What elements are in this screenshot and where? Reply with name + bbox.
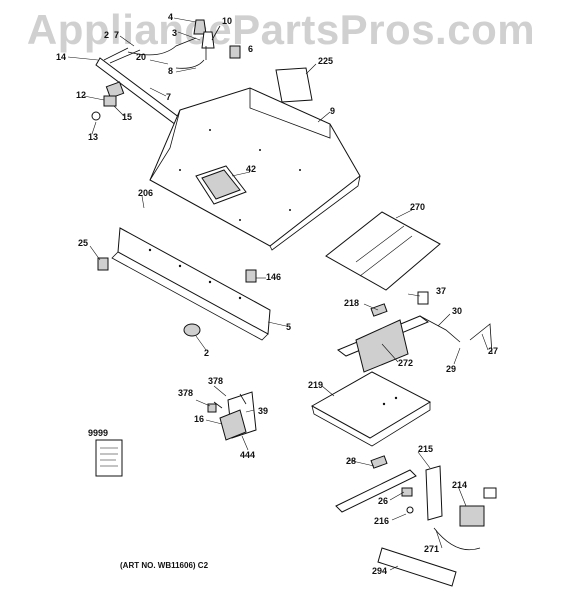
valve-knobs-top bbox=[193, 19, 241, 60]
label-28: 28 bbox=[346, 456, 356, 466]
label-7a: 7 bbox=[114, 30, 119, 40]
label-215: 215 bbox=[418, 444, 433, 454]
label-4: 4 bbox=[168, 12, 173, 22]
label-206: 206 bbox=[138, 188, 153, 198]
label-3: 3 bbox=[172, 28, 177, 38]
label-214: 214 bbox=[452, 480, 467, 490]
lower-burner-assembly bbox=[335, 455, 497, 587]
label-27: 27 bbox=[488, 346, 498, 356]
label-16: 16 bbox=[194, 414, 204, 424]
burner-box-9 bbox=[149, 87, 361, 251]
label-37: 37 bbox=[436, 286, 446, 296]
label-444: 444 bbox=[240, 450, 255, 460]
label-272: 272 bbox=[398, 358, 413, 368]
label-42: 42 bbox=[246, 164, 256, 174]
watermark: AppliancePartsPros.com bbox=[26, 6, 536, 53]
label-30: 30 bbox=[452, 306, 462, 316]
label-12: 12 bbox=[76, 90, 86, 100]
label-9999: 9999 bbox=[88, 428, 108, 438]
label-7b: 7 bbox=[166, 92, 171, 102]
sheet-270 bbox=[325, 211, 441, 291]
label-218: 218 bbox=[344, 298, 359, 308]
label-25: 25 bbox=[78, 238, 88, 248]
label-10: 10 bbox=[222, 16, 232, 26]
art-number-note: (ART NO. WB11606) C2 bbox=[120, 561, 209, 570]
label-13: 13 bbox=[88, 132, 98, 142]
label-270: 270 bbox=[410, 202, 425, 212]
label-2b: 2 bbox=[204, 348, 209, 358]
valve-bracket-39 bbox=[207, 391, 257, 441]
burner-tube-272 bbox=[336, 291, 493, 373]
pan-219 bbox=[310, 371, 432, 447]
label-378b: 378 bbox=[178, 388, 193, 398]
label-2a: 2 bbox=[104, 30, 109, 40]
manifold-panel-5 bbox=[97, 227, 271, 341]
label-294: 294 bbox=[372, 566, 387, 576]
label-146: 146 bbox=[266, 272, 281, 282]
leader-lines bbox=[67, 17, 489, 571]
label-271: 271 bbox=[424, 544, 439, 554]
plate-225 bbox=[275, 67, 313, 103]
label-39: 39 bbox=[258, 406, 268, 416]
label-9: 9 bbox=[330, 106, 335, 116]
label-219: 219 bbox=[308, 380, 323, 390]
label-14: 14 bbox=[56, 52, 66, 62]
label-5: 5 bbox=[286, 322, 291, 332]
label-378a: 378 bbox=[208, 376, 223, 386]
callout-labels: 4 10 2 7 3 14 20 8 6 225 9 7 12 15 13 42… bbox=[56, 12, 498, 576]
label-26: 26 bbox=[378, 496, 388, 506]
label-8: 8 bbox=[168, 66, 173, 76]
label-6: 6 bbox=[248, 44, 253, 54]
label-20: 20 bbox=[136, 52, 146, 62]
label-15: 15 bbox=[122, 112, 132, 122]
label-216: 216 bbox=[374, 516, 389, 526]
label-225: 225 bbox=[318, 56, 333, 66]
label-29: 29 bbox=[446, 364, 456, 374]
manual-9999 bbox=[95, 439, 123, 477]
